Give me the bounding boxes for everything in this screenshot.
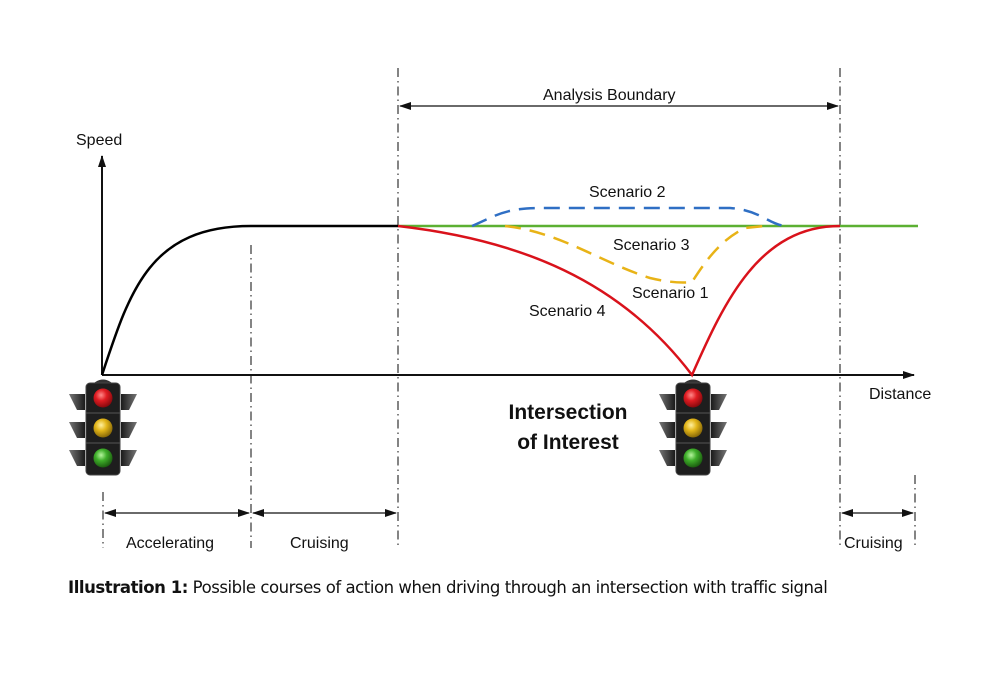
traffic-light-start-icon	[68, 379, 138, 476]
traffic-light-intersection-icon	[658, 379, 728, 476]
final-cruising-label: Cruising	[844, 535, 903, 552]
cruising-label: Cruising	[290, 535, 349, 552]
accelerating-label: Accelerating	[126, 535, 214, 552]
approach-speed-curve	[100, 224, 398, 376]
scenario-2-label: Scenario 2	[589, 184, 666, 201]
scenario-4-curve	[397, 224, 841, 378]
intersection-label-line1: Intersection	[508, 401, 627, 424]
intersection-label-line2: of Interest	[517, 431, 619, 454]
caption-text: Possible courses of action when driving …	[187, 578, 828, 597]
scenario-4-label: Scenario 4	[529, 303, 606, 320]
scenario-3-curve	[504, 224, 766, 284]
analysis-boundary-label: Analysis Boundary	[543, 87, 676, 104]
scenario-2-curve	[471, 206, 786, 228]
scenario-3-label: Scenario 3	[613, 237, 690, 254]
caption-label: Illustration 1:	[68, 578, 188, 597]
y-axis-label: Speed	[76, 132, 122, 149]
scenario-1-label: Scenario 1	[632, 285, 709, 302]
x-axis-label: Distance	[869, 386, 931, 403]
figure-caption: Illustration 1: Possible courses of acti…	[68, 578, 828, 597]
